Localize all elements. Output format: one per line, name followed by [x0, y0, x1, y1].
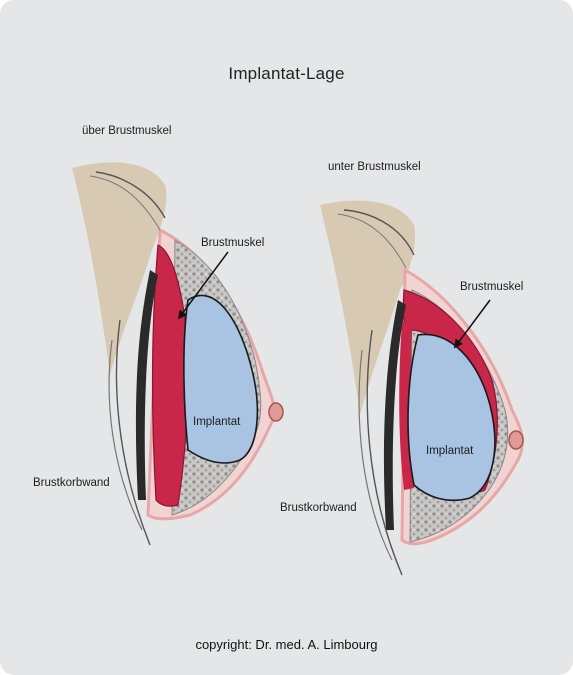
- left-muscle-label: Brustmuskel: [201, 237, 265, 249]
- right-chest-wall-label: Brustkorbwand: [280, 502, 357, 514]
- left-implant-label: Implantat: [193, 416, 241, 428]
- right-diagram-heading: unter Brustmuskel: [328, 161, 421, 173]
- left-implant: [183, 294, 259, 464]
- right-implant: [407, 333, 496, 502]
- left-breast-diagram: [72, 162, 284, 546]
- right-skin-area: [320, 200, 416, 415]
- left-ribs: [135, 270, 158, 500]
- left-diagram-heading: über Brustmuskel: [82, 125, 172, 137]
- right-ribs: [383, 300, 406, 530]
- right-muscle-label: Brustmuskel: [460, 281, 524, 293]
- left-chest-wall-label: Brustkorbwand: [33, 477, 110, 489]
- left-skin-area: [72, 162, 167, 375]
- page-title: Implantat-Lage: [228, 64, 345, 83]
- right-muscle-arrow: [453, 299, 491, 349]
- left-muscle-arrow: [177, 251, 229, 320]
- right-breast-diagram: [320, 200, 524, 576]
- right-implant-label: Implantat: [426, 445, 474, 457]
- right-nipple: [508, 430, 524, 450]
- left-nipple: [268, 402, 284, 422]
- copyright-notice: copyright: Dr. med. A. Limbourg: [195, 637, 378, 652]
